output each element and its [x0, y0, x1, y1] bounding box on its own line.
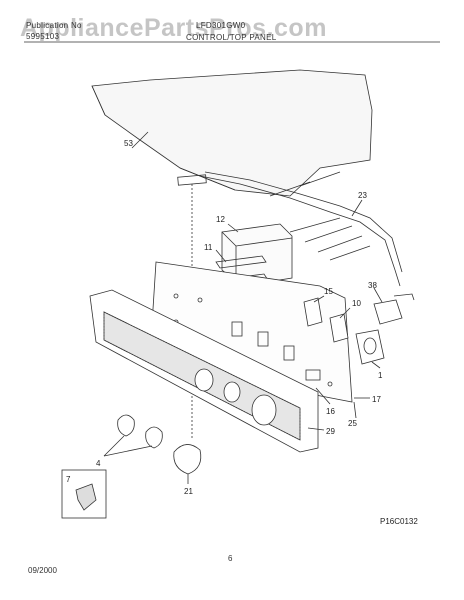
label-53: 53 — [124, 139, 133, 148]
label-17: 17 — [372, 395, 381, 404]
knob-insert — [75, 483, 97, 511]
backplate-cutouts — [173, 293, 333, 387]
page-number: 6 — [228, 554, 233, 563]
label-29: 29 — [326, 427, 335, 436]
label-11: 11 — [204, 243, 213, 252]
knob-hole-3 — [251, 394, 277, 426]
label-10: 10 — [352, 299, 361, 308]
label-16: 16 — [326, 407, 335, 416]
label-12: 12 — [216, 215, 225, 224]
label-4: 4 — [96, 459, 101, 468]
clip-upper — [215, 255, 267, 269]
watermark: AppliancePartsPros.com — [20, 14, 327, 42]
switch-15 — [303, 297, 323, 327]
harness-connector — [177, 174, 207, 186]
knob-4b — [145, 426, 163, 449]
label-15: 15 — [324, 287, 333, 296]
footer-date: 09/2000 — [28, 566, 57, 575]
timer — [355, 329, 385, 365]
model-number: LFD301GW0 — [196, 21, 246, 30]
label-23: 23 — [358, 191, 367, 200]
knob-21 — [173, 444, 202, 475]
publication-number: 5995103 — [26, 32, 60, 41]
section-title: CONTROL/TOP PANEL — [186, 33, 277, 42]
bracket — [221, 223, 293, 287]
knob-hole-2 — [223, 381, 241, 403]
label-1: 1 — [378, 371, 383, 380]
connector-38 — [373, 299, 403, 325]
knob-4a — [117, 414, 135, 437]
switch-10 — [329, 313, 349, 343]
label-21: 21 — [184, 487, 193, 496]
publication-label: Publication No — [26, 21, 82, 30]
part-labels: 53 23 12 11 38 15 10 1 17 16 25 29 4 21 … — [66, 139, 383, 496]
label-25: 25 — [348, 419, 357, 428]
figure-code: P16C0132 — [380, 517, 418, 526]
label-7: 7 — [66, 475, 71, 484]
label-38: 38 — [368, 281, 377, 290]
leader-lines — [103, 131, 383, 484]
knob-hole-1 — [194, 368, 214, 392]
wire-harness — [199, 171, 403, 287]
